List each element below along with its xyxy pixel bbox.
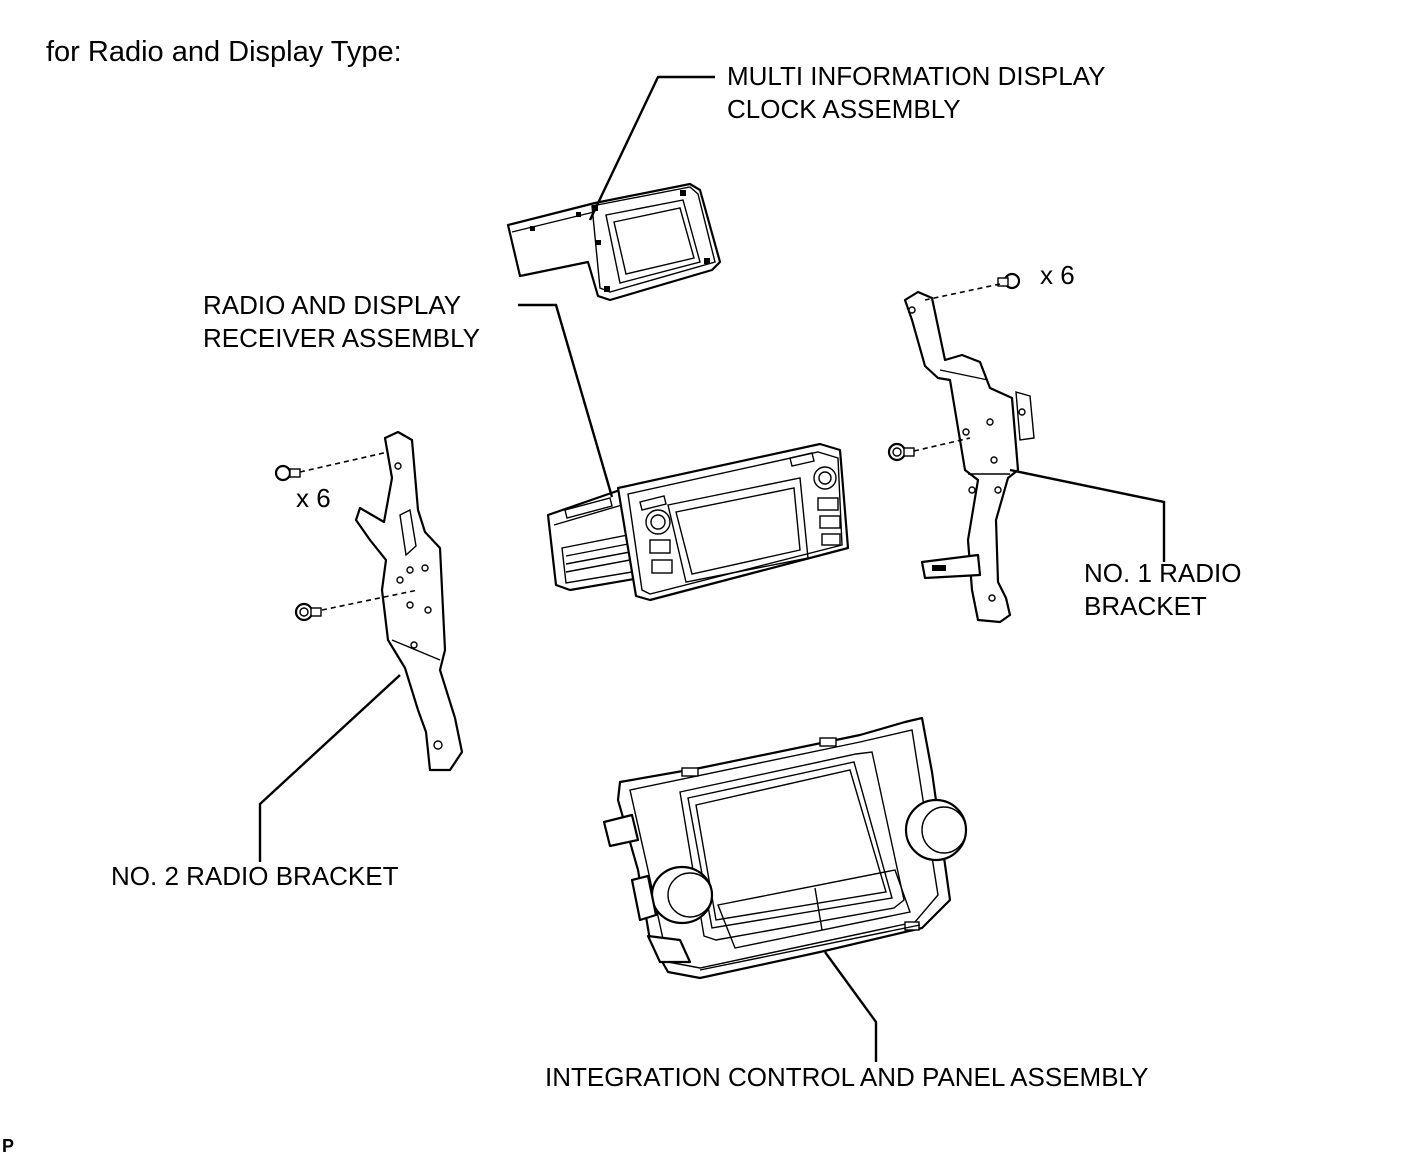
right-screw-dashed-line-lower xyxy=(913,437,971,452)
right-screw-upper xyxy=(997,272,1021,290)
corner-mark: P xyxy=(2,1136,15,1156)
callout-radio-receiver-line1: RADIO AND DISPLAY xyxy=(203,290,462,320)
screw-quantity-left: x 6 xyxy=(296,483,331,513)
left-screw-dashed-line-upper xyxy=(299,451,389,473)
leader-line-integration-panel xyxy=(824,951,878,1062)
left-screw-upper xyxy=(274,464,301,482)
callout-multi-info-display-line2: CLOCK ASSEMBLY xyxy=(727,94,961,124)
left-screw-lower xyxy=(294,602,322,622)
radio-display-receiver-part xyxy=(546,442,850,602)
right-screw-dashed-line-upper xyxy=(924,283,1001,301)
leader-line-radio-receiver xyxy=(518,303,614,498)
callout-no1-radio-bracket-line1: NO. 1 RADIO xyxy=(1084,558,1242,588)
diagram-heading: for Radio and Display Type: xyxy=(46,36,402,68)
callout-radio-receiver-line2: RECEIVER ASSEMBLY xyxy=(203,323,480,353)
left-screw-dashed-line-lower xyxy=(321,589,419,611)
multi-information-display-clock-part xyxy=(506,182,722,302)
right-screw-lower xyxy=(887,442,915,462)
callout-no2-radio-bracket: NO. 2 RADIO BRACKET xyxy=(111,861,399,891)
callout-multi-info-display-line1: MULTI INFORMATION DISPLAY xyxy=(727,61,1106,91)
leader-line-no1-radio-bracket xyxy=(1009,468,1166,562)
no1-radio-bracket-part xyxy=(903,290,1035,624)
integration-control-panel-part xyxy=(602,716,968,980)
screw-quantity-right: x 6 xyxy=(1040,260,1075,290)
callout-no1-radio-bracket-line2: BRACKET xyxy=(1084,591,1207,621)
no2-radio-bracket-part xyxy=(354,430,464,772)
leader-line-multi-info-display xyxy=(588,75,715,221)
callout-integration-panel: INTEGRATION CONTROL AND PANEL ASSEMBLY xyxy=(545,1062,1149,1092)
leader-line-no2-radio-bracket xyxy=(258,674,401,862)
